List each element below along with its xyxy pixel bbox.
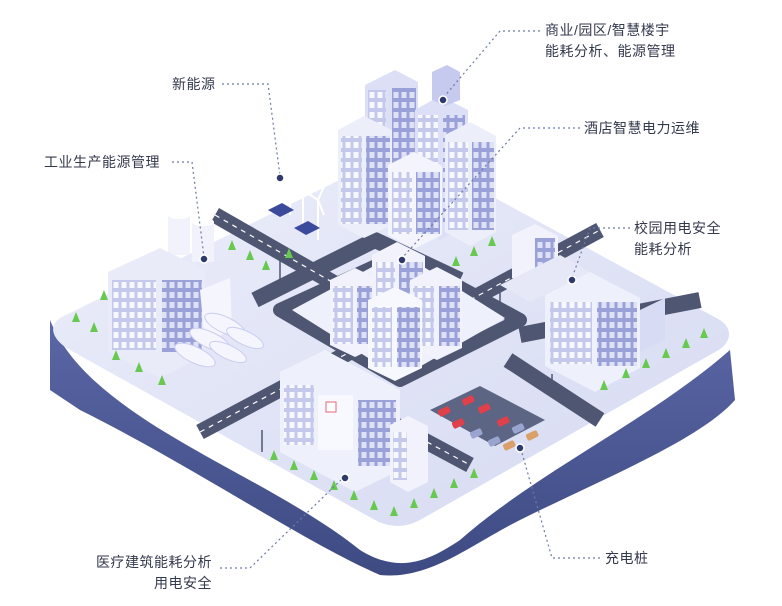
platform-side (50, 320, 735, 576)
label-hotel-text: 酒店智慧电力运维 (584, 120, 700, 136)
marker-hotel (397, 255, 407, 265)
marker-hospital (340, 473, 350, 483)
parking-lot (430, 386, 545, 451)
leader-commercial (442, 30, 540, 99)
label-hospital-line2: 用电安全 (154, 575, 212, 591)
leader-charging (519, 445, 600, 559)
label-charging-text: 充电桩 (605, 550, 649, 566)
label-campus-line2: 能耗分析 (634, 241, 692, 257)
label-hospital: 医疗建筑能耗分析 用电安全 (96, 552, 212, 594)
label-industrial-text: 工业生产能源管理 (44, 154, 160, 170)
leader-new-energy (222, 83, 281, 177)
leader-campus (571, 227, 630, 279)
industrial-plant (108, 211, 264, 378)
commercial-towers (338, 65, 496, 249)
wind-turbines (274, 149, 327, 240)
label-charging: 充电桩 (605, 548, 649, 569)
marker-commercial (438, 95, 448, 105)
label-new-energy: 新能源 (172, 74, 216, 95)
solar-panels (268, 203, 320, 235)
callout-markers (199, 95, 577, 483)
marker-charging (515, 443, 525, 453)
marker-campus (567, 275, 577, 285)
label-commercial-line2: 能耗分析、能源管理 (545, 43, 676, 59)
label-hospital-line1: 医疗建筑能耗分析 (96, 554, 212, 570)
hospital-buildings (280, 350, 428, 492)
trees (72, 236, 708, 516)
label-campus: 校园用电安全 能耗分析 (634, 218, 721, 260)
leader-industrial (172, 161, 205, 258)
label-hotel: 酒店智慧电力运维 (584, 118, 700, 139)
marker-industrial (199, 254, 209, 264)
label-commercial-line1: 商业/园区/智慧楼宇 (545, 22, 670, 38)
leader-hotel (401, 127, 580, 259)
label-industrial: 工业生产能源管理 (44, 152, 160, 173)
leader-hospital (220, 475, 346, 569)
hotel-buildings (330, 242, 462, 381)
leader-lines (172, 30, 630, 569)
marker-new-energy (275, 173, 285, 183)
label-new-energy-text: 新能源 (172, 76, 216, 92)
street-lamps (261, 258, 553, 452)
label-campus-line1: 校园用电安全 (634, 220, 721, 236)
campus-buildings (500, 224, 665, 392)
label-commercial: 商业/园区/智慧楼宇 能耗分析、能源管理 (545, 20, 676, 62)
